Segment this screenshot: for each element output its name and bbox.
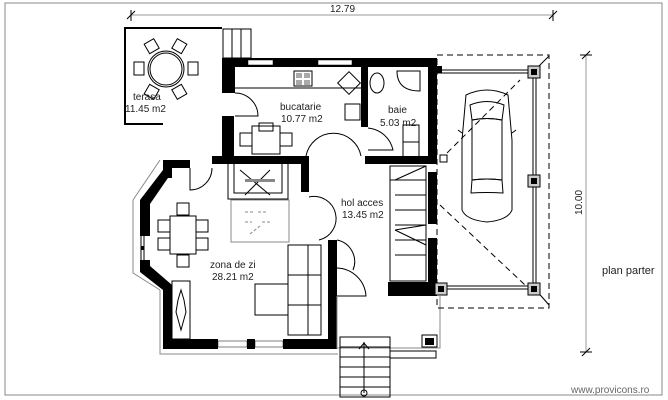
washbasin [369, 72, 385, 94]
entrance-steps [339, 336, 391, 398]
hall-doors [189, 167, 367, 297]
bay-window [132, 159, 338, 355]
room-name-zona-de-zi: zona de zi [210, 260, 256, 271]
sofa [254, 244, 322, 336]
room-area-baie: 5.03 m2 [380, 118, 417, 129]
bathroom-fixtures [367, 70, 421, 160]
plan-title: plan parter [602, 265, 655, 277]
entrance-area [336, 296, 441, 359]
room-name-hol-acces: hol acces [341, 198, 383, 209]
width-dimension-label: 12.79 [330, 4, 355, 15]
shower [396, 70, 421, 92]
room-area-hol-acces: 13.45 m2 [342, 210, 384, 221]
height-dimension-label: 10.00 [574, 190, 585, 215]
kitchen-fixtures [234, 70, 362, 157]
room-labels: terasa 11.45 m2 bucatarie 10.77 m2 baie … [125, 92, 417, 283]
room-area-bucatarie: 10.77 m2 [281, 114, 323, 125]
staircase [227, 162, 427, 282]
drawing-frame [4, 2, 663, 396]
round-table [147, 50, 185, 88]
width-dimension: 12.79 [126, 4, 558, 21]
kitchen-table [251, 125, 281, 155]
living-dining-table [157, 202, 209, 268]
bottom-windows [217, 340, 284, 348]
watermark: www.provicons.ro [570, 385, 650, 396]
carport [434, 54, 550, 309]
car-icon [457, 89, 517, 223]
room-area-terasa: 11.45 m2 [125, 104, 166, 115]
fireplace [171, 280, 191, 340]
height-dimension: 10.00 [574, 50, 592, 357]
exterior-walls [140, 58, 437, 349]
room-name-bucatarie: bucatarie [280, 102, 322, 113]
kitchen-sink [336, 70, 362, 96]
room-area-zona-de-zi: 28.21 m2 [212, 272, 254, 283]
room-name-baie: baie [388, 105, 407, 116]
stove [293, 70, 313, 87]
terrace-chairs [133, 37, 199, 101]
room-name-terasa: terasa [133, 92, 161, 103]
